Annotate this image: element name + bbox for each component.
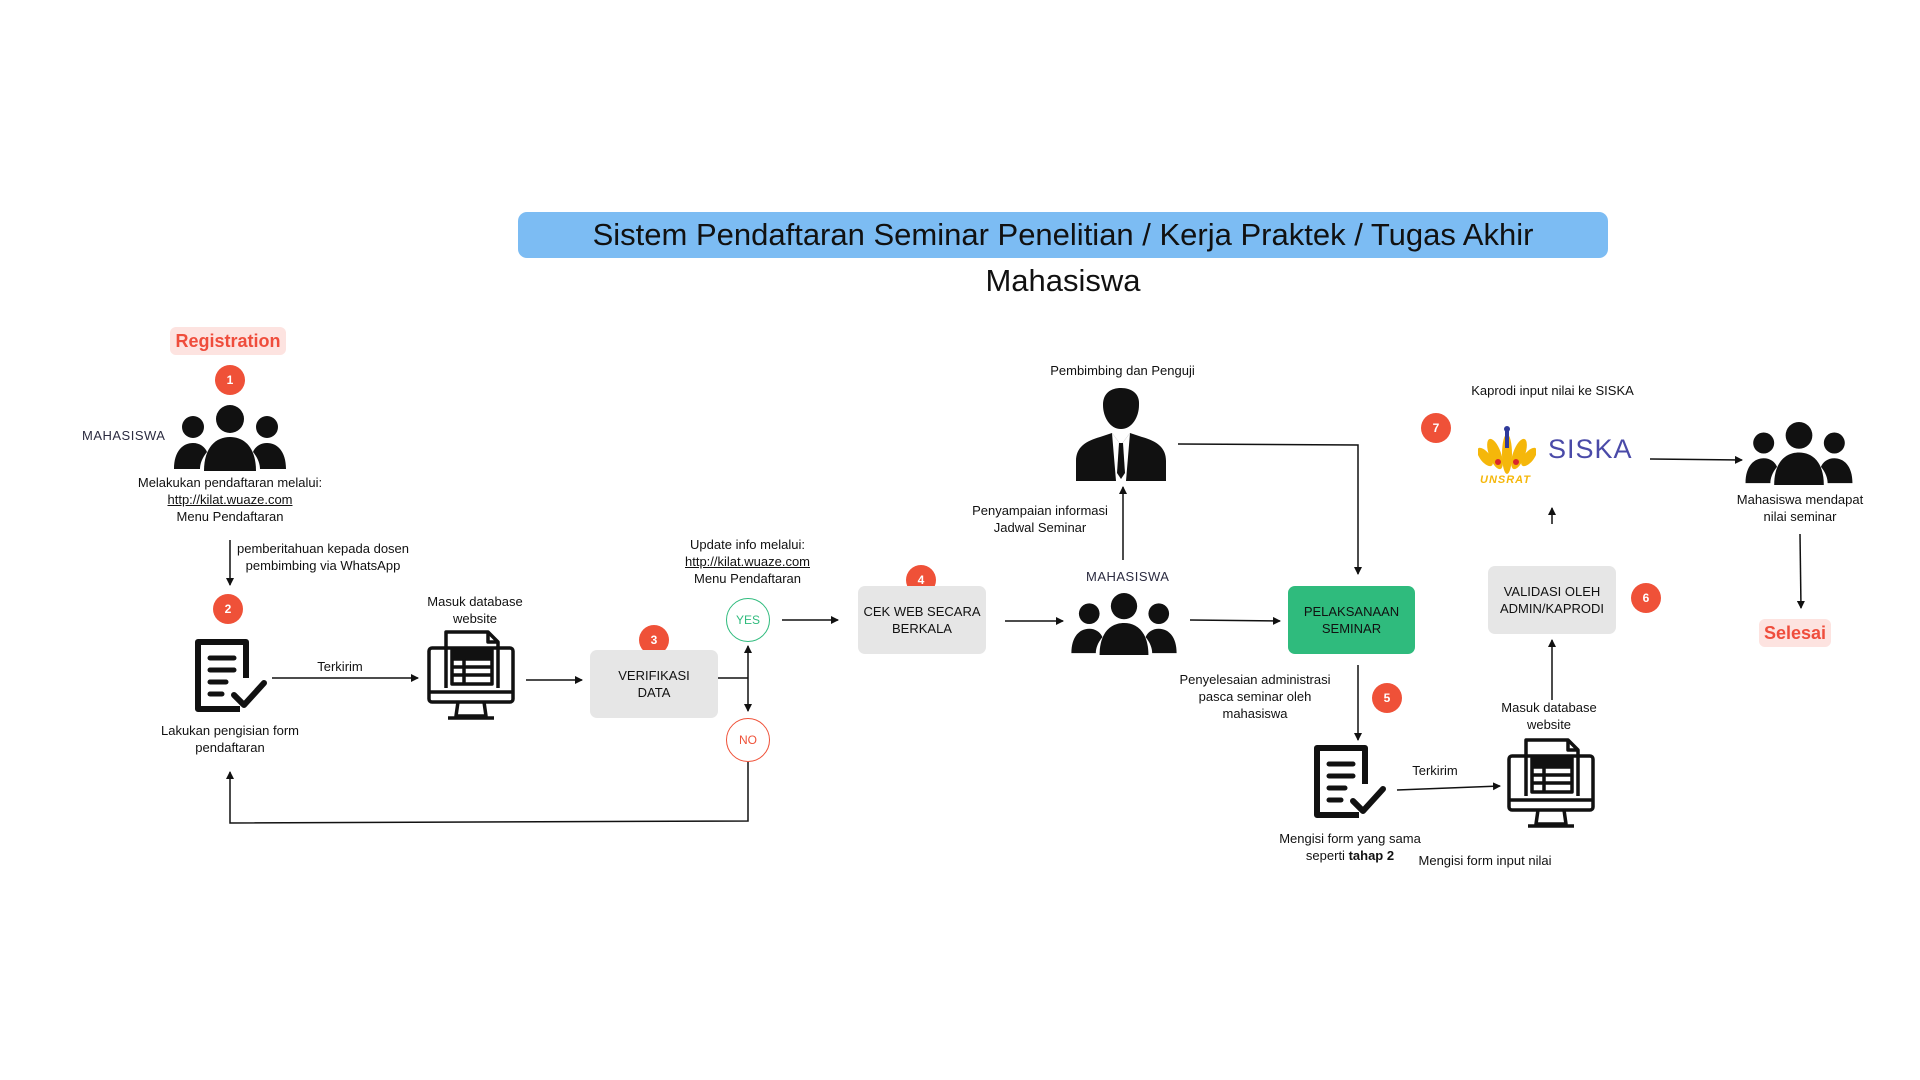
page-title: Sistem Pendaftaran Seminar Penelitian / … <box>518 212 1608 298</box>
pembimbing-label: Pembimbing dan Penguji <box>1050 363 1195 378</box>
siska-text: SISKA <box>1548 434 1633 464</box>
database-computer-icon <box>1506 736 1596 837</box>
step-badge-5: 5 <box>1372 683 1402 713</box>
people-icon <box>174 405 286 476</box>
arrow-hasil-to-selesai <box>1796 533 1805 609</box>
notif-description: pemberitahuan kepada dosen pembimbing vi… <box>236 541 410 573</box>
step-badge-2: 2 <box>213 594 243 624</box>
arrow-siska-to-hasil <box>1649 455 1743 464</box>
form-check-icon <box>1311 744 1387 825</box>
arrow-form2-to-db2 <box>1396 782 1501 791</box>
decision-yes: YES <box>726 598 770 642</box>
db2-description: Masuk database website <box>1501 700 1597 732</box>
siska-logo-icon: UNSRAT SISKA <box>1478 424 1654 488</box>
terkirim-label-2: Terkirim <box>1412 763 1458 778</box>
form-description: Lakukan pengisian form pendaftaran <box>160 723 300 755</box>
kaprodi-label: Kaprodi input nilai ke SISKA <box>1471 383 1634 398</box>
update-link[interactable]: http://kilat.wuaze.com <box>685 554 810 569</box>
mahasiswa-label-left: MAHASISWA <box>82 428 166 443</box>
hasil-description: Mahasiswa mendapat nilai seminar <box>1736 492 1864 524</box>
people-icon <box>1069 593 1179 660</box>
step1-description: Melakukan pendaftaran melalui: http://ki… <box>120 474 340 525</box>
step-badge-1: 1 <box>215 365 245 395</box>
unsrat-emblem-icon <box>1478 426 1536 474</box>
admin-description: Penyelesaian administrasi pasca seminar … <box>1179 672 1331 721</box>
businessman-icon <box>1076 387 1166 486</box>
selesai-tag: Selesai <box>1759 619 1831 647</box>
people-icon <box>1745 422 1853 490</box>
step-badge-7: 7 <box>1421 413 1451 443</box>
arrow-pembimbing-to-pelaksanaan <box>1177 443 1362 575</box>
form-check-icon <box>192 638 268 719</box>
database-computer-icon <box>426 628 516 729</box>
unsrat-text: UNSRAT <box>1480 474 1532 486</box>
arrow-mahasiswa-to-pelaksanaan <box>1189 616 1281 625</box>
arrow-no-loop <box>226 762 749 824</box>
db1-description: Masuk database website <box>427 594 523 626</box>
terkirim-label-1: Terkirim <box>317 659 363 674</box>
daftar-link[interactable]: http://kilat.wuaze.com <box>167 492 293 507</box>
form2-description: Mengisi form yang sama seperti tahap 2 <box>1279 831 1421 863</box>
registration-tag: Registration <box>170 327 286 355</box>
input-nilai-label: Mengisi form input nilai <box>1418 853 1552 868</box>
step-badge-6: 6 <box>1631 583 1661 613</box>
update-description: Update info melalui: http://kilat.wuaze.… <box>665 536 830 587</box>
mahasiswa-label-mid: MAHASISWA <box>1086 569 1170 584</box>
jadwal-description: Penyampaian informasi Jadwal Seminar <box>972 503 1108 535</box>
decision-no: NO <box>726 718 770 762</box>
